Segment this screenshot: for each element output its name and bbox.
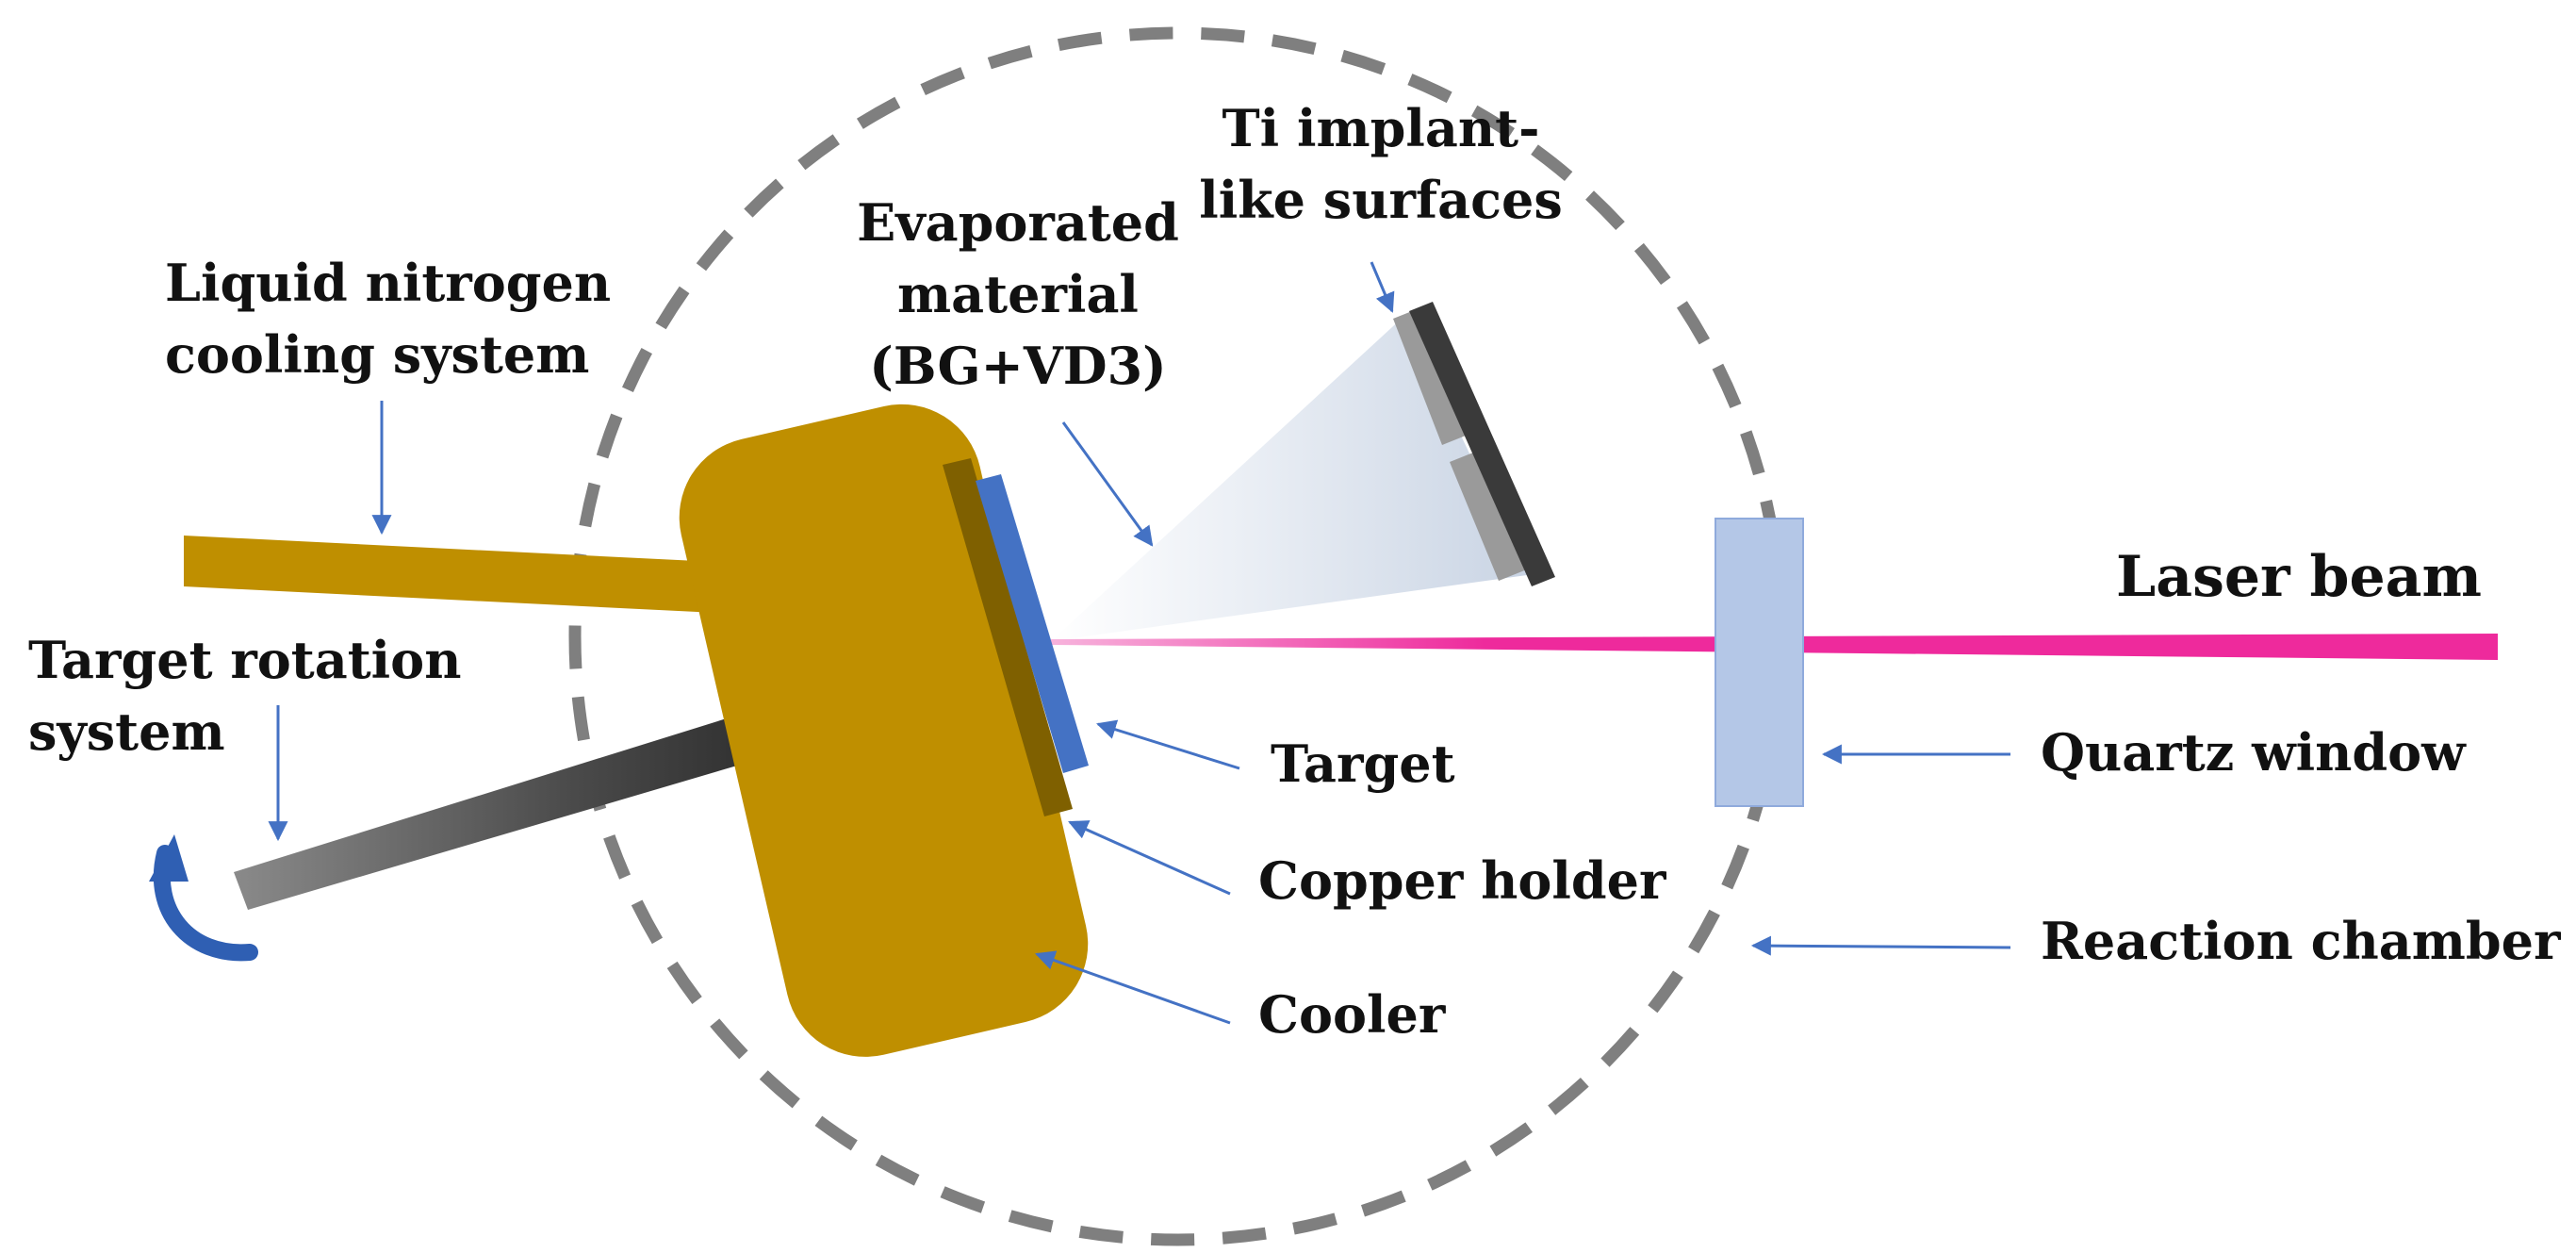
label-quartz-window: Quartz window <box>2041 717 2466 788</box>
label-target-rotation-line1: Target rotation <box>28 630 462 690</box>
label-liquid-nitrogen-line1: Liquid nitrogen <box>165 253 612 313</box>
label-copper-holder: Copper holder <box>1258 845 1665 916</box>
arrow-ti-surfaces <box>1370 261 1395 313</box>
rotation-arrow-head <box>149 834 189 882</box>
label-laser-beam-text: Laser beam <box>2116 544 2483 610</box>
label-target-rotation: Target rotation system <box>28 624 461 767</box>
label-reaction-chamber-text: Reaction chamber <box>2041 911 2561 971</box>
label-laser-beam: Laser beam <box>2116 541 2482 613</box>
label-cooler: Cooler <box>1258 979 1445 1050</box>
label-cooler-text: Cooler <box>1258 984 1446 1045</box>
target-disc <box>976 474 1089 773</box>
ti-surfaces-back-upper <box>1393 307 1470 445</box>
label-reaction-chamber: Reaction chamber <box>2041 905 2560 977</box>
label-target-rotation-line2: system <box>28 701 225 762</box>
label-quartz-window-text: Quartz window <box>2041 722 2466 783</box>
label-evaporated-line1: Evaporated <box>857 192 1179 253</box>
label-evaporated-line3: (BG+VD3) <box>869 336 1167 396</box>
label-ti-implant-line2: like surfaces <box>1199 170 1563 230</box>
label-copper-holder-text: Copper holder <box>1258 850 1666 911</box>
quartz-window <box>1715 518 1804 807</box>
arrow-evaporated-material <box>1061 421 1154 547</box>
label-evaporated-material: Evaporated material (BG+VD3) <box>853 187 1183 402</box>
label-ti-implant-line1: Ti implant- <box>1222 98 1540 158</box>
copper-holder <box>943 458 1073 816</box>
arrow-target <box>1095 719 1240 770</box>
liquid-nitrogen-rod <box>184 536 754 615</box>
arrow-copper-holder <box>1068 820 1231 896</box>
target-rotation-rod <box>234 700 801 910</box>
ti-surfaces-plate <box>1409 302 1555 586</box>
label-evaporated-line2: material <box>897 264 1139 324</box>
arrow-reaction-chamber <box>1750 935 2011 956</box>
label-target: Target <box>1271 728 1455 800</box>
label-target-text: Target <box>1271 734 1455 794</box>
ti-surfaces-back-lower <box>1450 451 1527 581</box>
evaporated-plume <box>1051 316 1527 641</box>
label-liquid-nitrogen: Liquid nitrogen cooling system <box>165 247 611 390</box>
label-ti-implant-surfaces: Ti implant- like surfaces <box>1183 92 1579 236</box>
label-liquid-nitrogen-line2: cooling system <box>165 324 590 385</box>
arrow-cooler <box>1035 950 1231 1025</box>
